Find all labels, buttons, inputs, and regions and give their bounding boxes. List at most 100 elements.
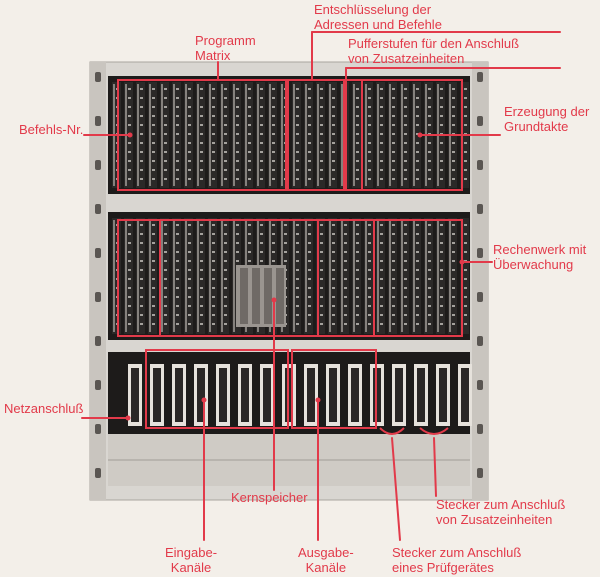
card-pin: [128, 124, 131, 126]
card-pin: [416, 269, 419, 271]
card-pin: [440, 260, 443, 262]
card-pin: [140, 115, 143, 117]
card-pin: [332, 242, 335, 244]
card-pin: [296, 115, 299, 117]
card-pin: [404, 169, 407, 171]
card-pin: [356, 106, 359, 108]
card-pin: [440, 269, 443, 271]
connector-socket: [131, 368, 139, 422]
card-pin: [128, 242, 131, 244]
card-pin: [272, 88, 275, 90]
card-pin: [164, 251, 167, 253]
leader-line: [433, 437, 437, 497]
card-pin: [416, 314, 419, 316]
card-pin: [128, 305, 131, 307]
card-middle-edge: [209, 220, 211, 332]
card-pin: [308, 251, 311, 253]
card-pin: [368, 251, 371, 253]
card-middle: [220, 218, 229, 334]
card-pin: [416, 287, 419, 289]
card-middle: [184, 218, 193, 334]
card-pin: [368, 160, 371, 162]
region-outline: [287, 79, 345, 191]
card-pin: [308, 88, 311, 90]
card-pin: [416, 296, 419, 298]
right-rail: [472, 62, 488, 500]
card-pin: [164, 97, 167, 99]
card-pin: [416, 142, 419, 144]
card-middle-edge: [341, 220, 343, 332]
card-pin: [356, 88, 359, 90]
leader-line: [391, 437, 401, 541]
card-pin: [224, 124, 227, 126]
card-pin: [236, 260, 239, 262]
card-pin: [416, 278, 419, 280]
card-pin: [236, 242, 239, 244]
card-middle: [196, 218, 205, 334]
label-program-matrix: Programm Matrix: [195, 33, 256, 63]
card-pin: [308, 106, 311, 108]
card-pin: [212, 160, 215, 162]
card-pin: [272, 233, 275, 235]
rail-hole: [477, 248, 483, 258]
card-pin: [464, 323, 467, 325]
card-pin: [416, 160, 419, 162]
card-pin: [248, 160, 251, 162]
card-middle-edge: [221, 220, 223, 332]
card-pin: [128, 251, 131, 253]
card-pin: [404, 97, 407, 99]
card-pin: [452, 169, 455, 171]
card-pin: [296, 251, 299, 253]
card-pin: [260, 106, 263, 108]
card-pin: [200, 323, 203, 325]
card-pin: [188, 178, 191, 180]
rail-hole: [477, 336, 483, 346]
card-pin: [176, 178, 179, 180]
card-pin: [272, 169, 275, 171]
card-pin: [332, 160, 335, 162]
card-pin: [296, 314, 299, 316]
card-pin: [368, 305, 371, 307]
card-pin: [320, 287, 323, 289]
card-middle: [292, 218, 301, 334]
card-pin: [212, 133, 215, 135]
card-pin: [332, 296, 335, 298]
card-pin: [344, 233, 347, 235]
card-pin: [284, 224, 287, 226]
core-memory-plane: [276, 268, 284, 324]
card-pin: [356, 151, 359, 153]
card-pin: [368, 169, 371, 171]
card-pin: [404, 106, 407, 108]
card-pin: [392, 242, 395, 244]
card-pin: [200, 242, 203, 244]
card-pin: [332, 169, 335, 171]
card-pin: [200, 160, 203, 162]
card-pin: [428, 142, 431, 144]
card-upper-edge: [293, 84, 295, 186]
card-pin: [260, 97, 263, 99]
card-pin: [272, 97, 275, 99]
card-upper-edge: [209, 84, 211, 186]
card-pin: [200, 133, 203, 135]
card-pin: [308, 178, 311, 180]
card-middle: [316, 218, 325, 334]
card-pin: [140, 287, 143, 289]
card-pin: [128, 106, 131, 108]
card-pin: [176, 160, 179, 162]
card-pin: [188, 115, 191, 117]
card-pin: [212, 151, 215, 153]
card-pin: [236, 151, 239, 153]
card-pin: [320, 97, 323, 99]
card-pin: [164, 88, 167, 90]
core-memory-plane: [264, 268, 272, 324]
card-pin: [284, 260, 287, 262]
card-pin: [212, 169, 215, 171]
card-pin: [392, 160, 395, 162]
card-middle-edge: [329, 220, 331, 332]
card-pin: [356, 269, 359, 271]
card-pin: [332, 251, 335, 253]
leader-dot: [125, 415, 131, 421]
card-pin: [248, 133, 251, 135]
card-pin: [428, 260, 431, 262]
card-pin: [344, 224, 347, 226]
